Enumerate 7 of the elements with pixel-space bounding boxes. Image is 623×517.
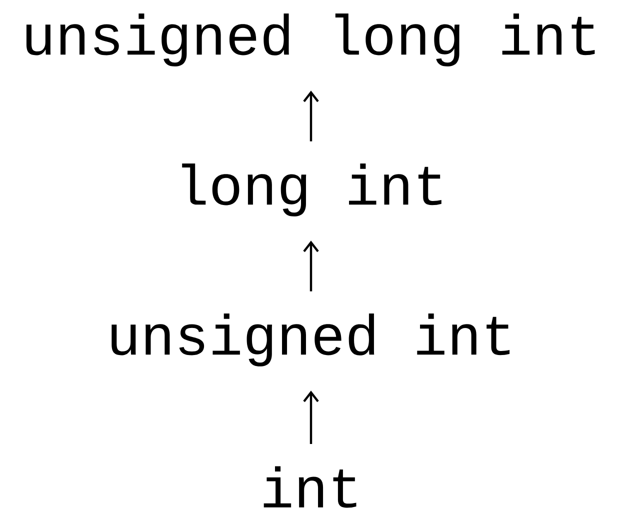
type-label: unsigned int [112, 314, 510, 366]
type-label: unsigned long int [26, 14, 595, 66]
type-label: int [264, 466, 356, 508]
arrow [303, 390, 319, 444]
type-label: long int [182, 164, 442, 216]
arrow [303, 90, 319, 142]
arrow [303, 240, 319, 292]
